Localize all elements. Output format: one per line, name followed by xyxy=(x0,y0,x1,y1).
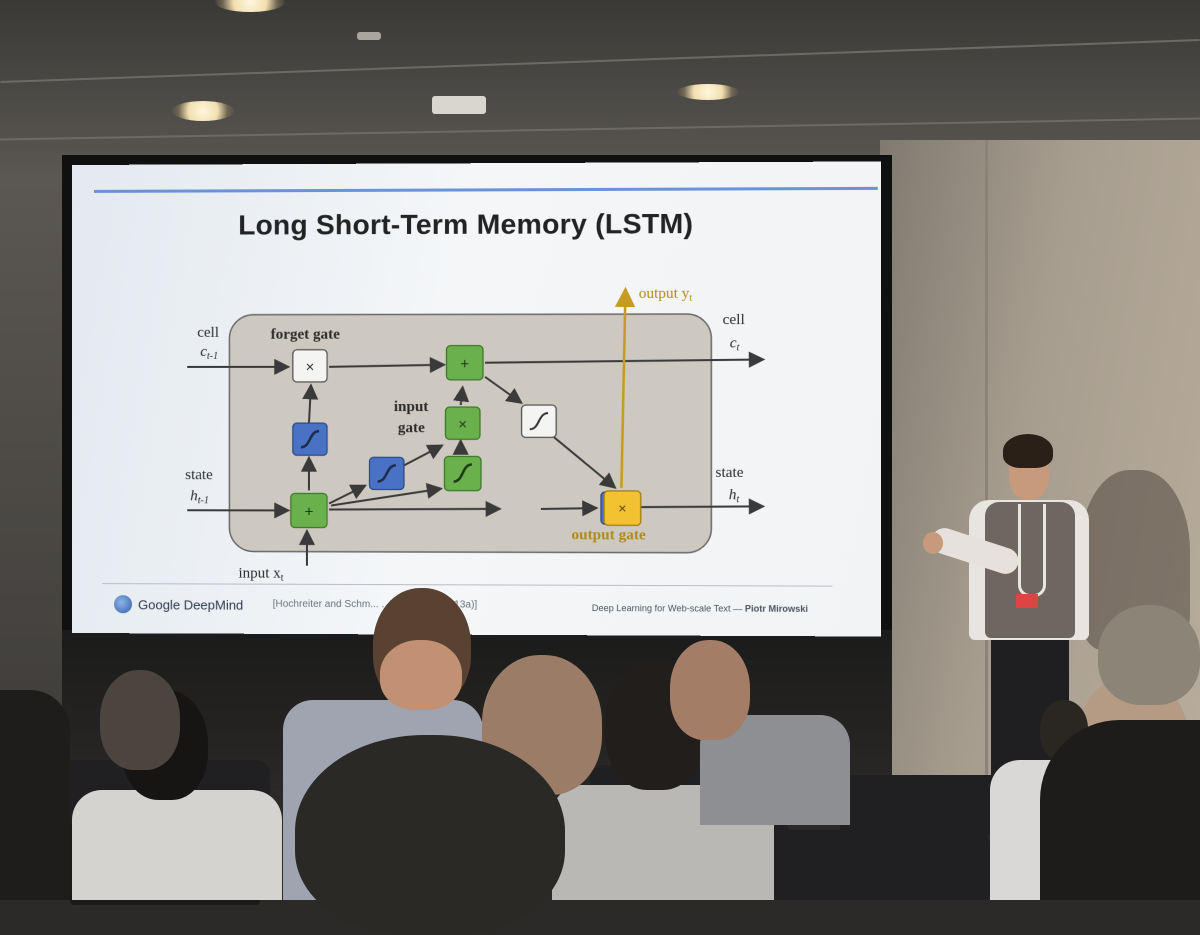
audience-member-head xyxy=(0,690,70,900)
audience-member-torso xyxy=(72,790,282,900)
audience-chair xyxy=(770,830,990,900)
audience-member-head xyxy=(100,670,180,770)
audience-member-head xyxy=(295,735,565,935)
audience-member-torso xyxy=(1040,720,1200,900)
audience xyxy=(0,0,1200,900)
conference-photo: Long Short-Term Memory (LSTM) xyxy=(0,0,1200,900)
audience-member-head xyxy=(670,640,750,740)
audience-member-head xyxy=(380,640,462,710)
audience-chair xyxy=(840,775,1010,835)
audience-member-head xyxy=(1098,605,1200,705)
